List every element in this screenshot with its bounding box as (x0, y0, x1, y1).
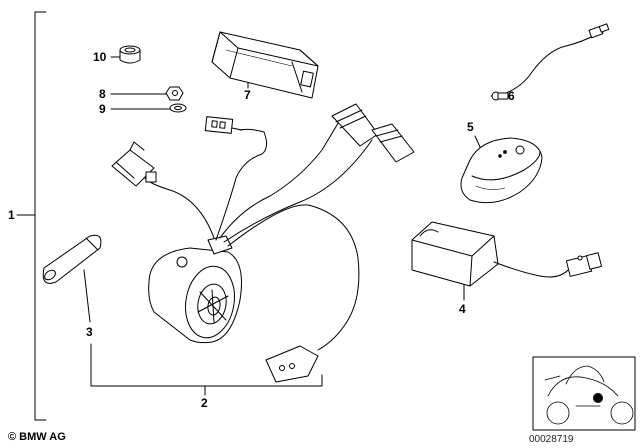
battery-pack-part-7 (211, 31, 319, 99)
buffer-part-10 (119, 45, 141, 64)
group-bracket-1 (16, 11, 47, 421)
label-part-2: 2 (201, 396, 208, 410)
label-part-4: 4 (459, 302, 466, 316)
remote-fob-part-5 (460, 137, 543, 204)
washer-part-9 (169, 103, 187, 113)
wiring-harness-part-2 (111, 103, 415, 383)
copyright-text: © BMW AG (8, 431, 66, 443)
label-part-7: 7 (244, 88, 251, 102)
motorcycle-location-thumbnail (532, 356, 636, 431)
control-module-part-4 (411, 221, 603, 287)
nut-part-8 (165, 86, 184, 101)
label-part-6: 6 (508, 89, 515, 103)
label-part-9: 9 (99, 102, 106, 116)
label-part-5: 5 (467, 120, 474, 134)
key-part-3 (42, 234, 102, 284)
label-part-1: 1 (8, 208, 15, 222)
label-part-10: 10 (93, 50, 107, 64)
image-number: 00028719 (529, 434, 574, 445)
label-part-3: 3 (86, 325, 93, 339)
label-part-8: 8 (99, 87, 106, 101)
antenna-cable-part-6 (491, 23, 610, 101)
